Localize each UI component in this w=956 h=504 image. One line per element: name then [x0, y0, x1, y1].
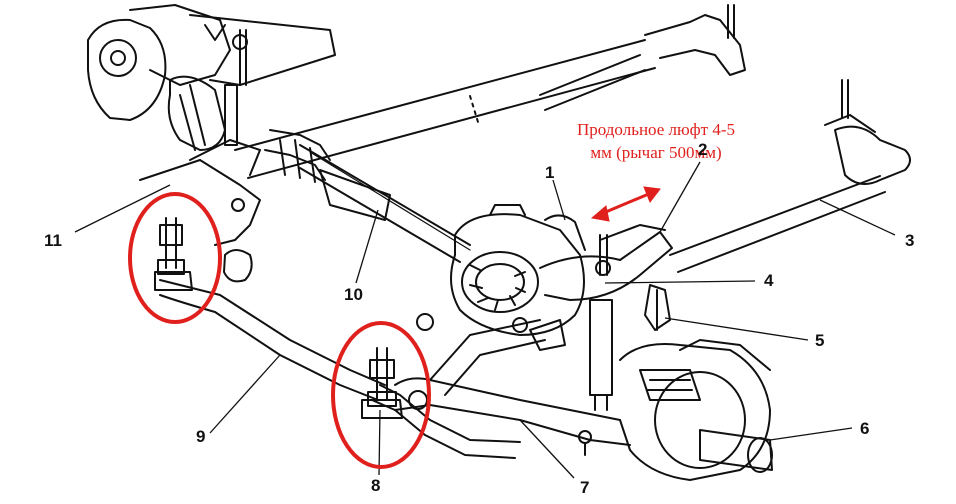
right-upper-arm: [539, 224, 673, 301]
long-cross-bar: [234, 39, 656, 179]
leader-7: [519, 419, 575, 479]
leader-4: [604, 280, 756, 284]
leader-5: [664, 317, 809, 341]
note-line-1: Продольное люфт 4-5: [577, 120, 735, 139]
right-hub: [619, 339, 773, 481]
leader-6: [769, 427, 853, 441]
callout-5: 5: [815, 331, 825, 350]
leader-3: [819, 199, 896, 236]
leader-1: [552, 179, 566, 221]
leader-8: [378, 409, 381, 476]
callout-10: 10: [344, 285, 363, 304]
note-line-2: мм (рычаг 500мм): [590, 142, 722, 162]
upper-right-link: [539, 4, 746, 111]
callout-6: 6: [860, 419, 870, 438]
left-lower-arm: [139, 139, 261, 283]
callout-4: 4: [764, 271, 774, 290]
callout-7: 7: [580, 478, 590, 497]
callout-1: 1: [545, 163, 555, 182]
right-strut: [589, 284, 671, 411]
differential-housing: [450, 204, 586, 336]
mounting-bushings: [231, 198, 566, 410]
callout-2: 2: [698, 140, 708, 159]
callout-11: 11: [44, 231, 62, 250]
callout-8: 8: [371, 476, 381, 495]
right-stabilizer-link: [361, 347, 403, 419]
leader-2: [659, 161, 701, 233]
longitudinal-play-note: Продольное люфт 4-5 мм (рычаг 500мм): [536, 119, 776, 165]
play-arrow-double: [590, 186, 661, 222]
highlight-ellipse-right: [331, 321, 431, 469]
tie-rod-right: [669, 79, 911, 273]
left-stabilizer-link: [154, 217, 193, 291]
leader-9: [209, 354, 281, 434]
drive-shaft: [264, 129, 471, 263]
leader-11: [74, 184, 171, 233]
left-hub-knuckle: [87, 4, 336, 151]
callout-3: 3: [905, 231, 915, 250]
highlight-ellipse-left: [128, 192, 222, 324]
callout-9: 9: [196, 427, 206, 446]
leader-10: [355, 209, 379, 284]
